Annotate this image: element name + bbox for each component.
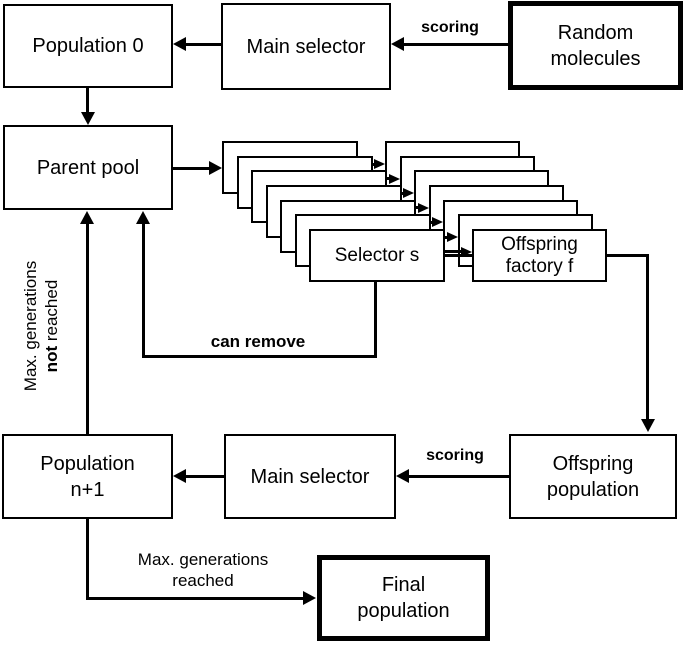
arrow-offspringpop-to-mainselector-head	[396, 469, 409, 483]
arrow-popn1-to-final-vert	[86, 519, 89, 600]
stack-arrow-head	[403, 188, 414, 199]
node-offspring-population-line2: population	[546, 478, 640, 501]
node-offspring-factory-line2: factory f	[505, 255, 574, 277]
node-population-0-label: Population 0	[32, 35, 144, 57]
node-final-population: Final population	[317, 555, 490, 641]
scoring-bottom-label: scoring	[426, 447, 484, 464]
node-main-selector-bottom: Main selector	[224, 434, 396, 519]
arrow-popn1-to-parentpool-head	[80, 211, 94, 224]
max-gen-reached-label: Max. generations reached	[118, 549, 288, 591]
arrow-random-to-mainselector-shaft	[404, 43, 508, 46]
stack-arrow-shaft	[443, 250, 462, 254]
max-gen-not-reached-line2: not reached	[41, 226, 62, 426]
node-random-molecules-line1: Random	[557, 21, 634, 44]
node-main-selector-bottom-label: Main selector	[250, 465, 370, 488]
node-offspring-population: Offspring population	[509, 434, 677, 519]
node-selector-s-label: Selector s	[334, 244, 420, 266]
arrow-factory-to-offspring-head	[641, 419, 655, 432]
node-random-molecules: Random molecules	[508, 1, 683, 90]
arrow-mainselector-to-popn1-shaft	[186, 475, 224, 478]
node-parent-pool: Parent pool	[3, 125, 173, 210]
arrow-mainselector-to-popn1-head	[173, 469, 186, 483]
arrow-canremove-vert2	[142, 222, 145, 358]
arrow-random-to-mainselector-head	[391, 37, 404, 51]
node-final-population-line1: Final	[381, 574, 426, 596]
arrow-popn1-to-final-horiz	[86, 597, 304, 600]
arrow-popn1-to-final-head	[303, 591, 316, 605]
arrow-offspringpop-to-mainselector-shaft	[409, 475, 509, 478]
arrow-canremove-vert1	[374, 281, 377, 358]
max-gen-reached-line1: Max. generations	[137, 550, 269, 569]
stack-arrow-head	[374, 159, 385, 169]
node-main-selector-top-label: Main selector	[246, 35, 366, 58]
node-offspring-factory: Offspring factory f	[472, 229, 607, 282]
not-bold-word: not	[42, 345, 61, 373]
max-gen-reached-line2: reached	[172, 571, 234, 590]
can-remove-label: can remove	[210, 332, 306, 351]
max-gen-not-reached-label: Max. generations not reached	[20, 226, 62, 426]
arrow-canremove-head	[136, 211, 150, 224]
node-population-n1-line2: n+1	[70, 478, 105, 501]
node-population-n1-line1: Population	[40, 452, 135, 475]
node-random-molecules-line2: molecules	[550, 47, 641, 70]
node-population-0: Population 0	[3, 4, 173, 88]
arrow-popn1-to-parentpool-shaft	[86, 222, 89, 434]
arrow-factory-to-offspring-vert	[646, 254, 649, 420]
node-population-n1: Population n+1	[2, 434, 173, 519]
node-parent-pool-label: Parent pool	[36, 156, 140, 179]
arrow-mainselector-to-pop0-head	[173, 37, 186, 51]
max-gen-not-reached-line1: Max. generations	[21, 260, 40, 392]
node-selector-s: Selector s	[309, 229, 445, 282]
arrow-pop0-to-parentpool-head	[81, 112, 95, 125]
node-offspring-factory-line1: Offspring	[501, 233, 578, 255]
stack-arrow-head	[417, 202, 429, 213]
arrow-parentpool-to-stack-head	[209, 161, 222, 175]
arrow-pop0-to-parentpool-shaft	[86, 88, 89, 114]
stack-arrow-head	[461, 246, 472, 257]
arrow-canremove-horiz	[142, 355, 377, 358]
node-main-selector-top: Main selector	[221, 3, 391, 90]
scoring-top-label: scoring	[421, 19, 479, 36]
stack-arrow-head	[432, 217, 443, 228]
arrow-parentpool-to-stack-shaft	[173, 167, 210, 170]
reached-word: reached	[42, 279, 61, 346]
stack-arrow-head	[388, 173, 400, 184]
node-final-population-line2: population	[357, 600, 450, 622]
stack-arrow-head	[446, 232, 458, 242]
node-offspring-population-line1: Offspring	[552, 452, 634, 475]
arrow-mainselector-to-pop0-shaft	[186, 43, 221, 46]
